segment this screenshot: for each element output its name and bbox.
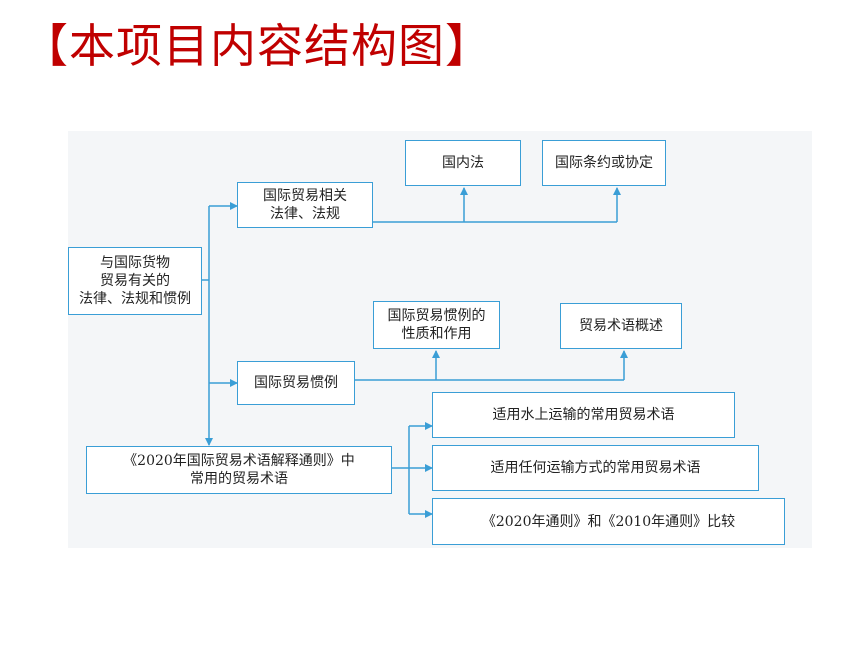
node-treaties: 国际条约或协定 (542, 140, 666, 186)
node-laws: 国际贸易相关 法律、法规 (237, 182, 373, 228)
node-incoterms-line1: 《2020年国际贸易术语解释通则》中 (123, 453, 355, 469)
node-terms-overview: 贸易术语概述 (560, 303, 682, 349)
page-title: 【本项目内容结构图】 (22, 19, 492, 73)
node-domestic-law: 国内法 (405, 140, 521, 186)
node-customs-nature: 国际贸易惯例的 性质和作用 (373, 301, 500, 349)
node-customs: 国际贸易惯例 (237, 361, 355, 405)
node-customs-nature-line1: 国际贸易惯例的 (387, 308, 486, 324)
node-root: 与国际货物 贸易有关的 法律、法规和惯例 (68, 247, 202, 315)
node-customs-nature-line2: 性质和作用 (401, 326, 472, 342)
node-any-mode-terms: 适用任何运输方式的常用贸易术语 (432, 445, 759, 491)
node-water-terms: 适用水上运输的常用贸易术语 (432, 392, 735, 438)
node-root-line1: 与国际货物 (100, 255, 170, 271)
node-laws-line2: 法律、法规 (270, 206, 340, 222)
node-root-line2: 贸易有关的 (100, 273, 170, 289)
node-root-line3: 法律、法规和惯例 (79, 291, 191, 307)
node-incoterms-line2: 常用的贸易术语 (189, 471, 288, 487)
node-laws-line1: 国际贸易相关 (263, 188, 347, 204)
node-comparison: 《2020年通则》和《2010年通则》比较 (432, 498, 785, 545)
node-incoterms: 《2020年国际贸易术语解释通则》中 常用的贸易术语 (86, 446, 392, 494)
